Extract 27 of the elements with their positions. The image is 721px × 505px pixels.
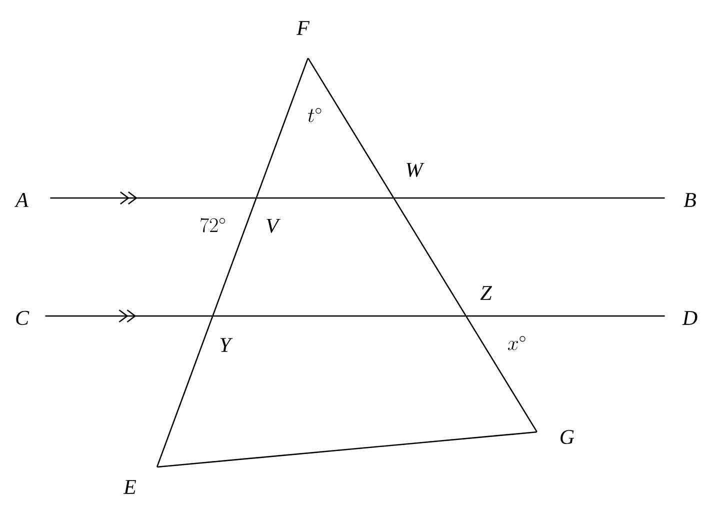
line (44, 309, 214, 323)
angle-label: $x^{\circ}$ (508, 336, 526, 350)
angle-label: $72^{\circ}$ (200, 218, 226, 232)
point-label: C (16, 310, 30, 326)
point-label: W (406, 162, 424, 178)
line (466, 315, 665, 317)
point-label: F (296, 21, 310, 35)
point-label: B (684, 193, 696, 207)
line (256, 58, 309, 198)
point-label: Z (480, 286, 492, 300)
line (50, 191, 257, 205)
point-label: Y (220, 338, 233, 352)
line (394, 197, 665, 199)
point-label: A (14, 193, 28, 207)
point-label: D (682, 311, 698, 325)
line (212, 198, 257, 316)
line (308, 58, 394, 198)
point-label: E (123, 480, 136, 494)
point-label: G (560, 430, 574, 444)
line (156, 316, 214, 468)
line (256, 197, 394, 199)
line (212, 315, 466, 317)
angle-label: $t^{\circ}$ (308, 108, 322, 122)
line (393, 198, 466, 316)
point-label: V (266, 218, 280, 234)
line (466, 316, 538, 432)
line (157, 431, 537, 468)
